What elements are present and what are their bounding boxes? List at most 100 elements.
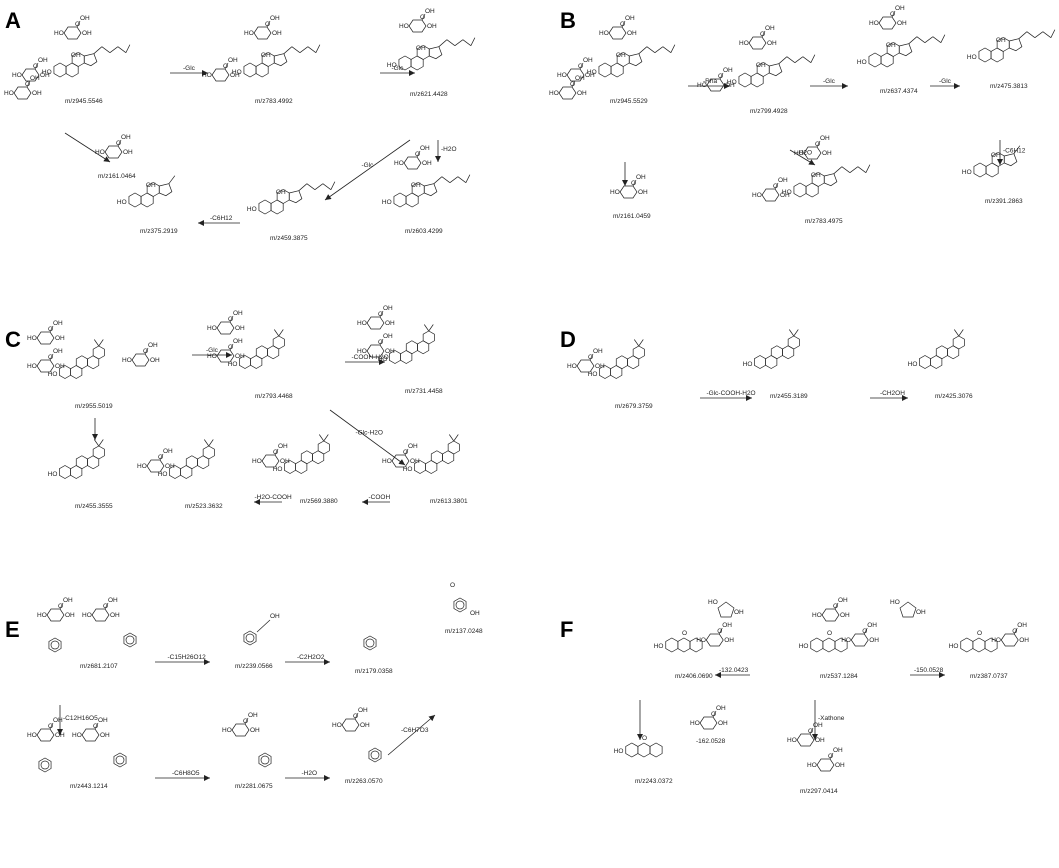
- atom-label: HO: [743, 361, 753, 368]
- atom-label: OH: [725, 82, 735, 89]
- panel-label-D: D: [560, 327, 576, 352]
- atom-label: O: [273, 449, 278, 456]
- atom-label: OH: [897, 20, 907, 27]
- atom-label: O: [1012, 628, 1017, 635]
- mz-label-d3: m/z425.3076: [935, 393, 973, 400]
- mz-label-b5: m/z161.0459: [613, 213, 651, 220]
- atom-label: HO: [752, 192, 762, 199]
- atom-label: OH: [895, 5, 905, 12]
- atom-label: O: [93, 723, 98, 730]
- atom-label: O: [808, 728, 813, 735]
- mz-label-c2: m/z793.4468: [255, 393, 293, 400]
- atom-label: OH: [358, 707, 368, 714]
- loss-label-F-3: -Xathone: [818, 715, 845, 722]
- atom-label: O: [103, 603, 108, 610]
- atom-label: O: [25, 81, 30, 88]
- atom-label: OH: [723, 67, 733, 74]
- atom-label: HO: [857, 59, 867, 66]
- atom-label: OH: [718, 720, 728, 727]
- panel-label-C: C: [5, 327, 21, 352]
- atom-label: OH: [869, 637, 879, 644]
- atom-label: HO: [549, 90, 559, 97]
- atom-label: O: [862, 628, 867, 635]
- atom-label: OH: [838, 597, 848, 604]
- loss-label-A-5: -C6H12: [210, 215, 233, 222]
- mz-label-b7: m/z391.2863: [985, 198, 1023, 205]
- atom-label: OH: [616, 52, 626, 59]
- atom-label: OH: [163, 448, 173, 455]
- atom-label: OH: [235, 353, 245, 360]
- atom-label: HO: [27, 732, 37, 739]
- loss-label-E-0: -C15H26O12: [168, 654, 207, 661]
- atom-label: HO: [54, 30, 64, 37]
- mz-label-a3: m/z621.4428: [410, 91, 448, 98]
- loss-label-E-4: -H2O: [302, 770, 318, 777]
- atom-label: O: [143, 348, 148, 355]
- loss-label-C-0: -Glc: [206, 347, 219, 354]
- atom-label: OH: [583, 57, 593, 64]
- atom-label: HO: [228, 361, 238, 368]
- mz-label-b3: m/z637.4374: [880, 88, 918, 95]
- atom-label: O: [717, 628, 722, 635]
- atom-label: HO: [727, 79, 737, 86]
- atom-label: OH: [55, 363, 65, 370]
- loss-label-C-1: -COOH-H2O: [352, 354, 389, 361]
- atom-label: HO: [841, 637, 851, 644]
- loss-label-B-0: -Rha: [703, 78, 717, 85]
- atom-label: O: [977, 630, 982, 637]
- atom-label: OH: [585, 72, 595, 79]
- atom-label: HO: [587, 69, 597, 76]
- panel-label-B: B: [560, 8, 576, 33]
- atom-label: OH: [108, 597, 118, 604]
- atom-label: O: [570, 81, 575, 88]
- atom-label: OH: [767, 40, 777, 47]
- atom-label: OH: [765, 25, 775, 32]
- atom-label: HO: [42, 69, 52, 76]
- atom-label: HO: [252, 458, 262, 465]
- panel-label-A: A: [5, 8, 21, 33]
- loss-label-A-0: -Glc: [183, 65, 196, 72]
- atom-label: OH: [233, 338, 243, 345]
- atom-label: OH: [40, 72, 50, 79]
- mz-label-f4: m/z243.0372: [635, 778, 673, 785]
- atom-label: OH: [577, 90, 587, 97]
- mz-label-e7: m/z263.0570: [345, 778, 383, 785]
- atom-label: O: [378, 339, 383, 346]
- structure-d3: HO: [908, 329, 965, 369]
- atom-label: HO: [399, 23, 409, 30]
- atom-label: HO: [690, 720, 700, 727]
- atom-label: HO: [82, 612, 92, 619]
- atom-label: O: [420, 14, 425, 21]
- atom-label: OH: [778, 177, 788, 184]
- atom-label: O: [827, 630, 832, 637]
- mz-label-e4: m/z137.0248: [445, 628, 483, 635]
- atom-label: O: [578, 63, 583, 70]
- atom-label: HO: [394, 160, 404, 167]
- atom-label: O: [833, 603, 838, 610]
- atom-label: HO: [588, 371, 598, 378]
- atom-label: HO: [222, 727, 232, 734]
- atom-label: OH: [756, 62, 766, 69]
- atom-label: O: [48, 723, 53, 730]
- mz-label-c7: m/z613.3801: [430, 498, 468, 505]
- mz-label-e2: m/z239.0566: [235, 663, 273, 670]
- atom-label: O: [415, 151, 420, 158]
- mz-label-e1: m/z681.2107: [80, 663, 118, 670]
- fragment-label-F-0: -162.0528: [696, 738, 726, 745]
- atom-label: OH: [416, 45, 426, 52]
- atom-label: OH: [100, 732, 110, 739]
- atom-label: HO: [232, 69, 242, 76]
- mz-label-f2: m/z537.1284: [820, 673, 858, 680]
- atom-label: O: [223, 63, 228, 70]
- atom-label: HO: [27, 335, 37, 342]
- mz-label-f5: m/z297.0414: [800, 788, 838, 795]
- atom-label: O: [450, 582, 455, 589]
